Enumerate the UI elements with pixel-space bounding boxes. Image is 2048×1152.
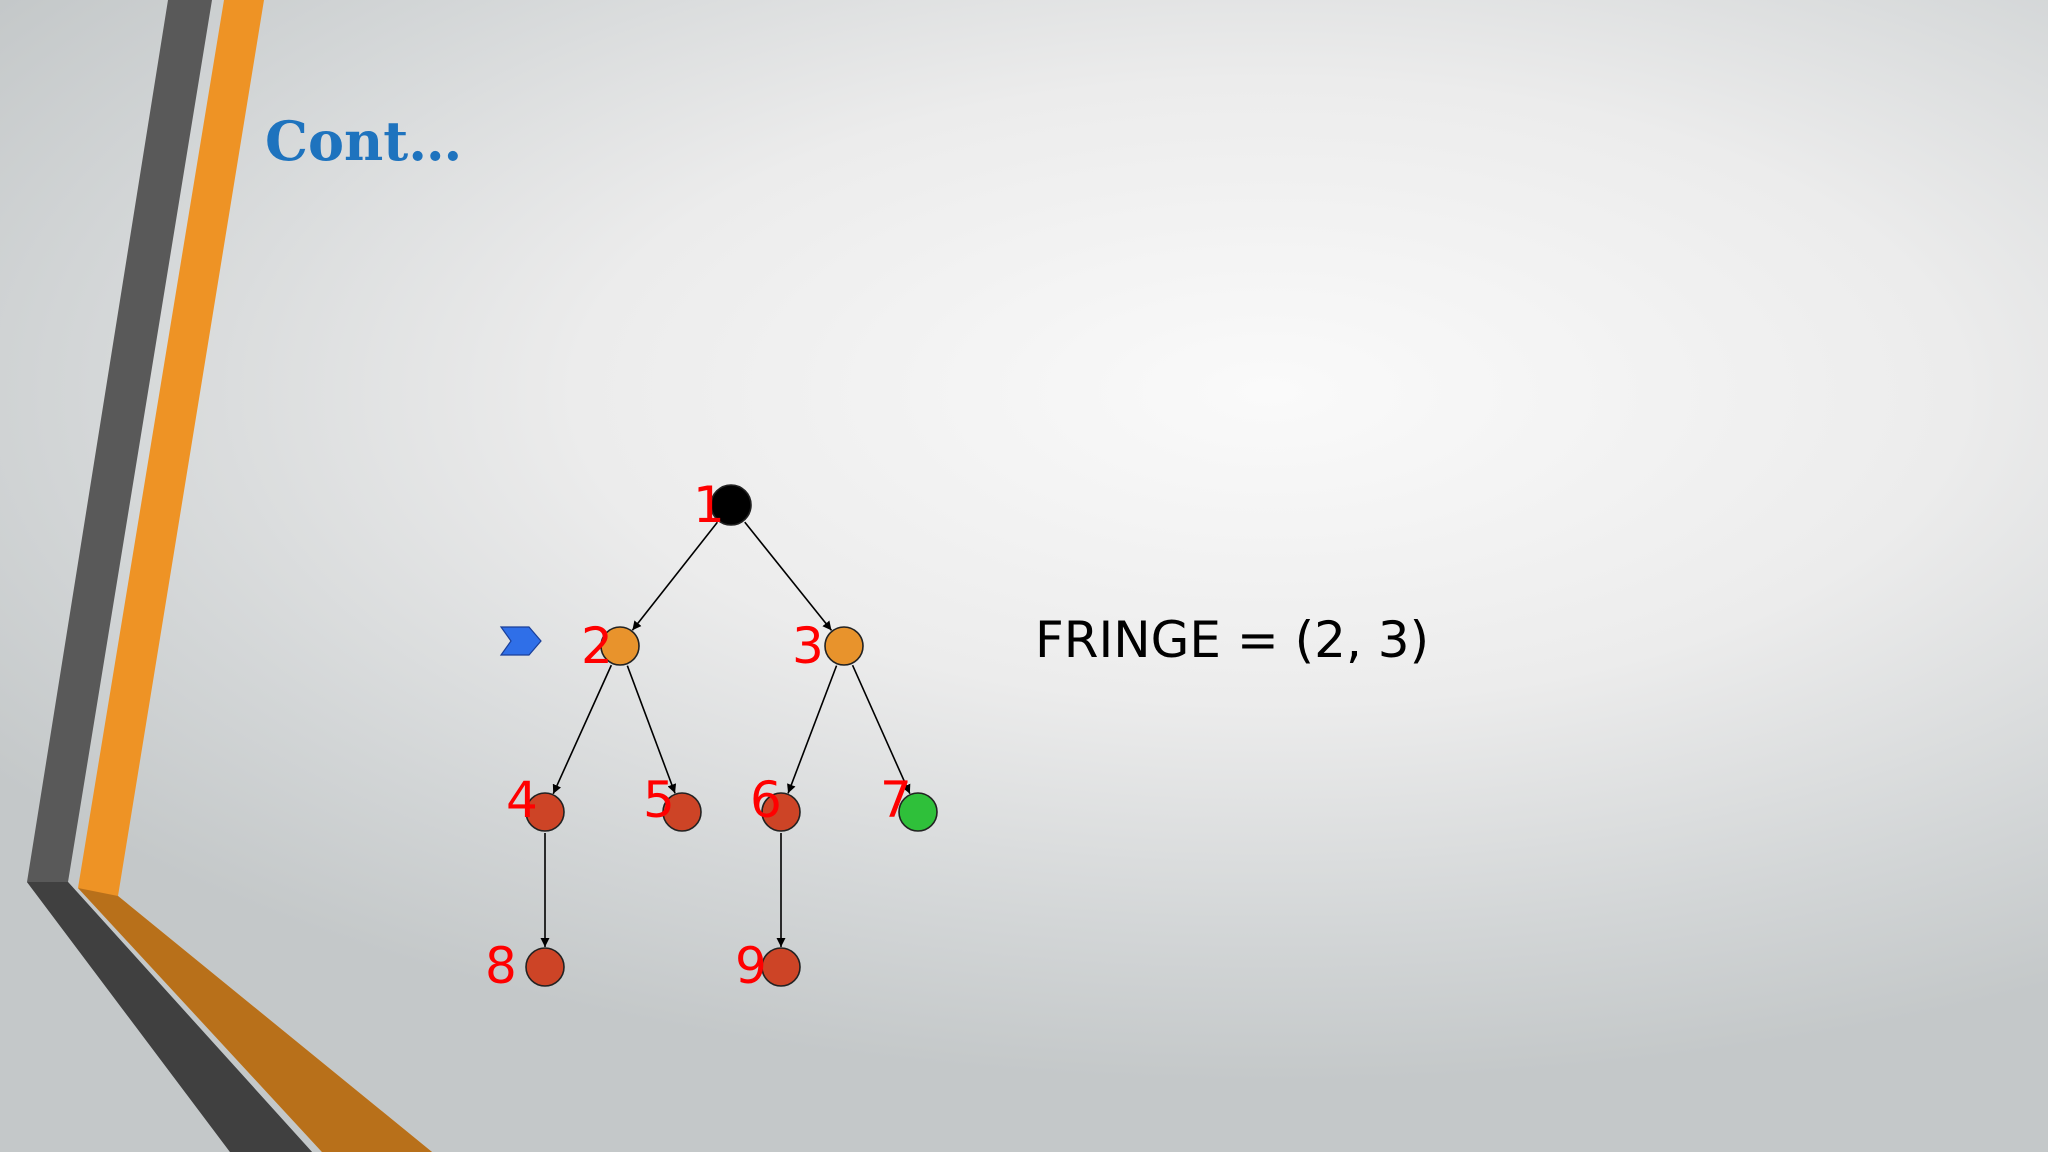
tree-edge-2-5 xyxy=(626,665,677,794)
tree-node-6 xyxy=(761,792,801,832)
tree-nodes xyxy=(525,484,938,987)
chevron-arrow-icon xyxy=(499,626,542,656)
fringe-text: FRINGE = (2, 3) xyxy=(1035,611,1429,669)
tree-node-label-1: 1 xyxy=(693,476,725,534)
tree-node-3 xyxy=(824,626,864,666)
tree-node-label-2: 2 xyxy=(581,617,613,675)
tree-node-label-7: 7 xyxy=(880,771,912,829)
slide-title: Cont… xyxy=(265,109,462,173)
tree-edge-3-7 xyxy=(851,664,911,795)
tree-node-7 xyxy=(898,792,938,832)
tree-node-8 xyxy=(525,947,565,987)
tree-labels: 1 2 3 4 5 6 7 8 9 xyxy=(485,476,912,995)
tree-node-2 xyxy=(600,626,640,666)
tree-node-9 xyxy=(761,947,801,987)
tree-node-5 xyxy=(662,792,702,832)
tree-edge-3-6 xyxy=(787,665,838,794)
tree-edge-1-2 xyxy=(631,521,719,631)
orange-accent-bar-shade xyxy=(78,888,432,1152)
tree-node-label-4: 4 xyxy=(506,771,538,829)
tree-node-label-3: 3 xyxy=(792,617,824,675)
tree-node-1 xyxy=(710,484,752,526)
dark-accent-bar xyxy=(27,0,312,1152)
dark-accent-bar-shade xyxy=(27,882,312,1152)
tree-node-label-5: 5 xyxy=(643,771,675,829)
tree-node-label-6: 6 xyxy=(750,771,782,829)
tree-edge-1-3 xyxy=(744,521,833,631)
tree-node-label-9: 9 xyxy=(735,937,767,995)
tree-node-label-8: 8 xyxy=(485,937,517,995)
decorative-accent-bars xyxy=(27,0,432,1152)
tree-edge-2-4 xyxy=(552,664,613,795)
tree-node-4 xyxy=(525,792,565,832)
tree-edges xyxy=(540,521,911,947)
orange-accent-bar xyxy=(78,0,432,1152)
